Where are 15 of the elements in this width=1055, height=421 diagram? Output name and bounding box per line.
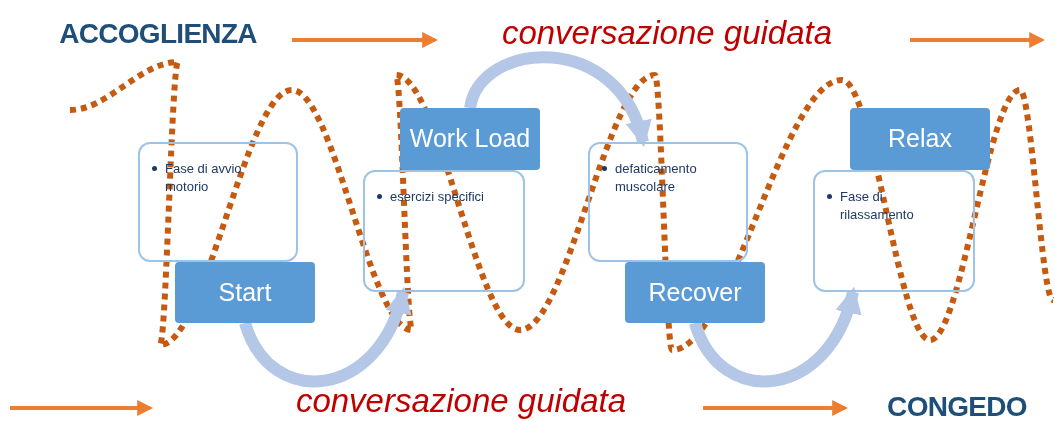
phase-heading: CONGEDO xyxy=(872,388,1042,421)
step-tab: Relax xyxy=(850,108,990,170)
step-description: defaticamento muscolare xyxy=(615,160,698,196)
step-tab: Work Load xyxy=(400,108,540,170)
step-description: Fase di avvio motorio xyxy=(165,160,243,196)
phase-heading: ACCOGLIENZA xyxy=(40,16,276,52)
step-description: Fase di rilassamento xyxy=(840,188,915,224)
phase-caption: conversazione guidata xyxy=(484,10,850,56)
step-tab: Start xyxy=(175,262,315,323)
curved-arrow xyxy=(689,286,860,388)
curved-arrow xyxy=(239,286,410,388)
step-description: esercizi specifici xyxy=(390,188,484,206)
phase-caption: conversazione guidata xyxy=(278,378,644,421)
curved-arrow xyxy=(464,51,650,148)
step-tab: Recover xyxy=(625,262,765,323)
